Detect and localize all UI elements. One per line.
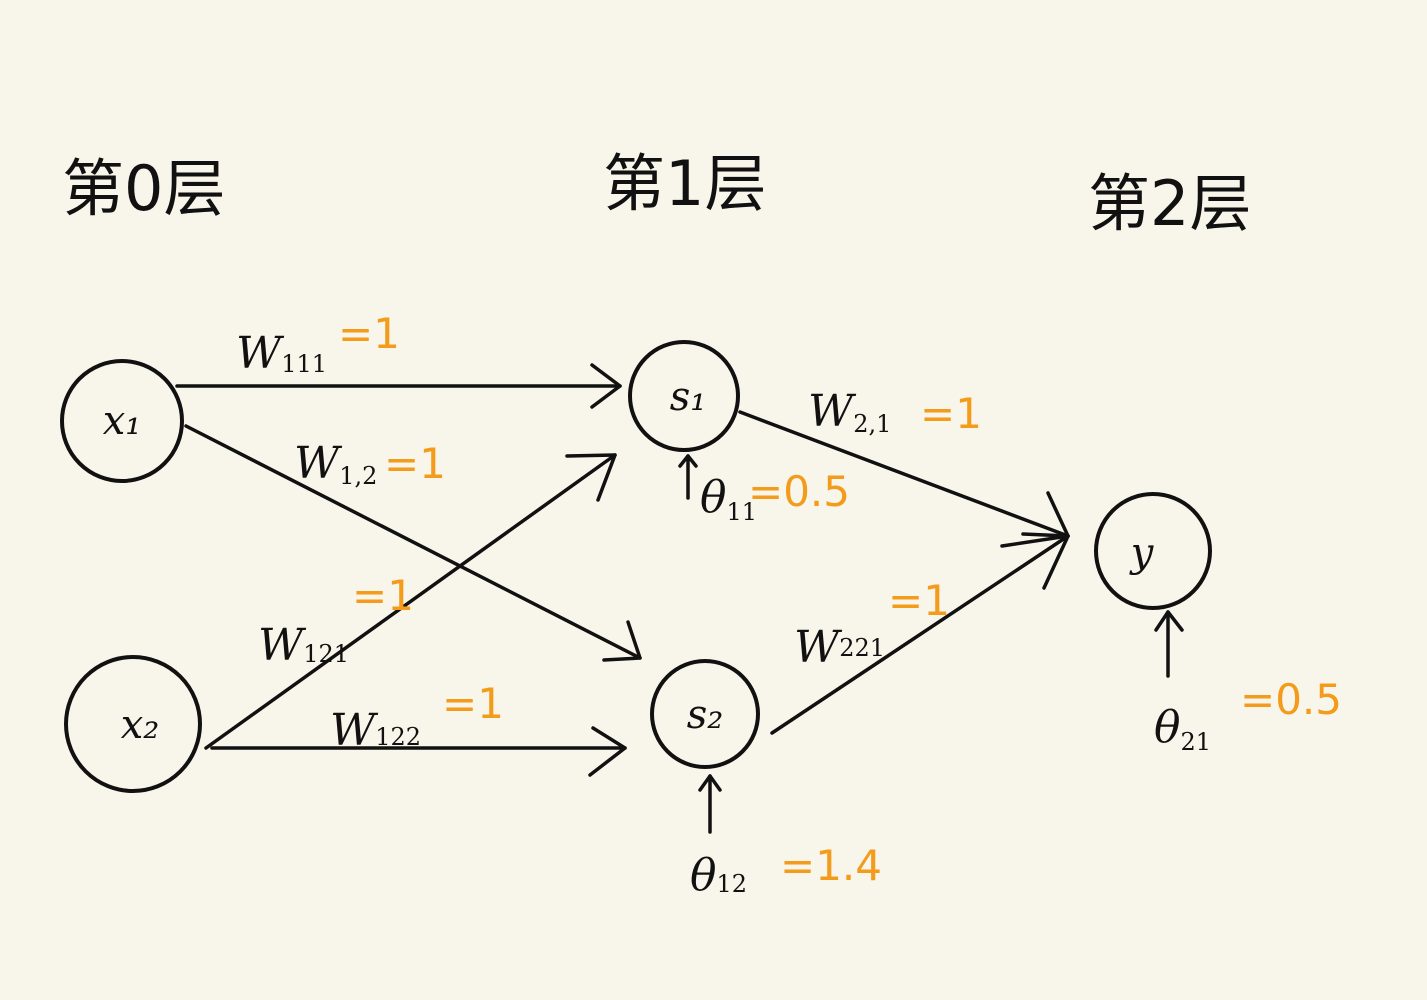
- threshold-value: =0.5: [1240, 675, 1342, 724]
- threshold-subscript: 21: [1181, 728, 1212, 756]
- arrow-head-s1-y: [1021, 491, 1070, 538]
- threshold-symbol: θ11: [700, 472, 757, 526]
- threshold-label-theta21: θ21 =0.5: [1154, 675, 1342, 756]
- weight-label-w111: W111 =1: [236, 309, 400, 379]
- node-s2: s₂: [650, 659, 760, 769]
- threshold-symbol: θ21: [1154, 702, 1211, 756]
- node-x2: x₂: [64, 655, 202, 793]
- arrow-head-x1-s2: [602, 620, 642, 662]
- threshold-arrow-head-s1: [678, 454, 698, 468]
- weight-value: =1: [384, 439, 446, 488]
- threshold-label-theta11: θ11 =0.5: [700, 467, 850, 526]
- layer-title-2: 第2层: [1088, 167, 1251, 240]
- weight-subscript: 1,2: [339, 462, 377, 490]
- node-label-s2: s₂: [687, 692, 724, 738]
- node-s1: s₁: [628, 340, 740, 452]
- edge-s2-y: [770, 534, 1070, 735]
- weight-symbol: W122: [330, 705, 421, 756]
- node-circle-x1: [60, 359, 184, 483]
- weight-label-w221: W221 =1: [794, 576, 950, 673]
- node-label-s1: s₁: [670, 374, 707, 420]
- weight-subscript: 2,1: [853, 410, 891, 438]
- weight-symbol: W121: [258, 620, 349, 671]
- weight-subscript: 111: [281, 350, 327, 378]
- layer-title-0: 第0层: [62, 152, 225, 225]
- weight-label-w211: W2,1 =1: [808, 386, 982, 438]
- node-y: y: [1094, 492, 1212, 610]
- weight-subscript: 121: [303, 640, 349, 668]
- layer-title-1: 第1层: [603, 147, 766, 220]
- weight-symbol: W2,1: [808, 386, 891, 438]
- node-circle-y: [1094, 492, 1212, 610]
- node-circle-s2: [650, 659, 760, 769]
- arrow-head-x1-s1: [590, 363, 622, 409]
- threshold-arrow-head-s2: [698, 774, 722, 792]
- weight-symbol: W111: [236, 328, 327, 379]
- node-label-x2: x₂: [121, 702, 160, 748]
- node-label-x1: x₁: [103, 398, 142, 444]
- weight-subscript: 221: [839, 634, 885, 662]
- weight-value: =1: [338, 309, 400, 358]
- edge-x2-s1: [204, 453, 617, 750]
- weight-label-w122: W122 =1: [330, 679, 504, 756]
- threshold-subscript: 12: [717, 870, 748, 898]
- weight-symbol: W221: [794, 622, 885, 673]
- node-circle-x2: [64, 655, 202, 793]
- weight-value: =1: [920, 389, 982, 438]
- arrow-head-x2-s2: [588, 726, 627, 777]
- weight-symbol: W1,2: [294, 438, 377, 490]
- node-circle-s1: [628, 340, 740, 452]
- threshold-label-theta12: θ12 =1.4: [690, 841, 882, 901]
- node-x1: x₁: [60, 359, 184, 483]
- edge-s1-y: [738, 410, 1070, 538]
- threshold-arrows: [678, 454, 1184, 834]
- node-label-y: y: [1129, 530, 1155, 576]
- edges: [175, 363, 1070, 777]
- arrow-head-s2-y: [1000, 534, 1070, 590]
- threshold-value: =1.4: [780, 841, 882, 890]
- threshold-subscript: 11: [727, 498, 758, 526]
- threshold-value: =0.5: [748, 467, 850, 516]
- weight-value: =1: [442, 679, 504, 728]
- threshold-arrow-head-y: [1154, 610, 1184, 632]
- weight-value: =1: [352, 571, 414, 620]
- weight-label-w121: W121 =1: [258, 571, 414, 671]
- weight-subscript: 122: [375, 723, 421, 751]
- weight-label-w112: W1,2 =1: [294, 438, 446, 490]
- weight-value: =1: [888, 576, 950, 625]
- threshold-symbol: θ12: [690, 850, 747, 901]
- edge-x1-s2: [184, 424, 642, 660]
- arrow-head-x2-s1: [565, 453, 617, 502]
